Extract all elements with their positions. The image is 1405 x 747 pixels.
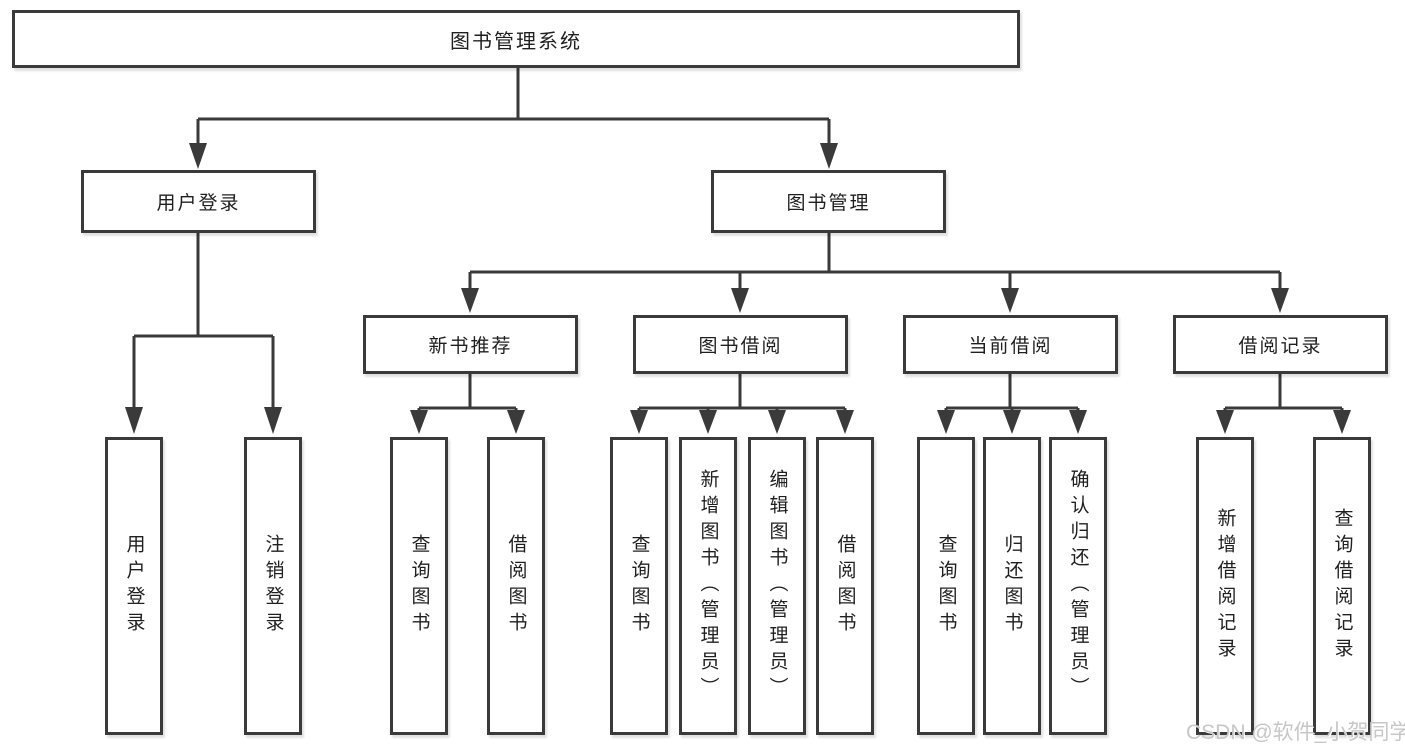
node-label: 用户登录 — [123, 534, 145, 638]
node-confirm-return-admin: 确认归还（管理员） — [1049, 437, 1107, 735]
node-new-book-recommendation: 新书推荐 — [363, 315, 578, 374]
node-query-books-current: 查询图书 — [917, 437, 975, 735]
node-book-borrowing: 图书借阅 — [633, 315, 848, 374]
node-label: 图书管理系统 — [450, 30, 582, 53]
node-add-borrow-record: 新增借阅记录 — [1196, 437, 1254, 735]
node-label: 借阅记录 — [1238, 336, 1323, 357]
node-query-books-recommend: 查询图书 — [390, 437, 448, 735]
node-label: 查询图书 — [628, 534, 650, 638]
node-user-login: 用户登录 — [81, 170, 316, 233]
node-borrow-books-borrowing: 借阅图书 — [816, 437, 874, 735]
node-library-management-system: 图书管理系统 — [12, 10, 1020, 68]
node-label: 查询图书 — [408, 534, 430, 638]
node-label: 图书管理 — [786, 193, 871, 214]
arrowheads — [125, 143, 1351, 434]
node-add-books-admin: 新增图书（管理员） — [679, 437, 737, 735]
node-return-books: 归还图书 — [983, 437, 1041, 735]
node-label: 查询图书 — [935, 534, 957, 638]
node-label: 新增借阅记录 — [1214, 508, 1236, 664]
node-label: 新书推荐 — [428, 336, 513, 357]
node-user-login-action: 用户登录 — [105, 437, 163, 735]
node-label: 编辑图书（管理员） — [766, 469, 788, 703]
node-label: 注销登录 — [262, 534, 284, 638]
node-book-management: 图书管理 — [711, 170, 946, 233]
node-label: 当前借阅 — [968, 336, 1053, 357]
node-edit-books-admin: 编辑图书（管理员） — [748, 437, 806, 735]
node-label: 归还图书 — [1001, 534, 1023, 638]
node-query-borrow-record: 查询借阅记录 — [1313, 437, 1371, 735]
node-label: 查询借阅记录 — [1331, 508, 1353, 664]
node-borrowing-records: 借阅记录 — [1173, 315, 1388, 374]
csdn-watermark: CSDN @软件_小贺同学 — [1186, 721, 1405, 744]
node-current-borrowing: 当前借阅 — [903, 315, 1118, 374]
node-query-books-borrowing: 查询图书 — [610, 437, 668, 735]
node-label: 借阅图书 — [834, 534, 856, 638]
node-label: 用户登录 — [156, 193, 241, 214]
node-borrow-books-recommend: 借阅图书 — [487, 437, 545, 735]
node-label: 图书借阅 — [698, 336, 783, 357]
node-label: 确认归还（管理员） — [1067, 469, 1089, 703]
node-label: 新增图书（管理员） — [697, 469, 719, 703]
node-label: 借阅图书 — [505, 534, 527, 638]
node-logout-action: 注销登录 — [244, 437, 302, 735]
